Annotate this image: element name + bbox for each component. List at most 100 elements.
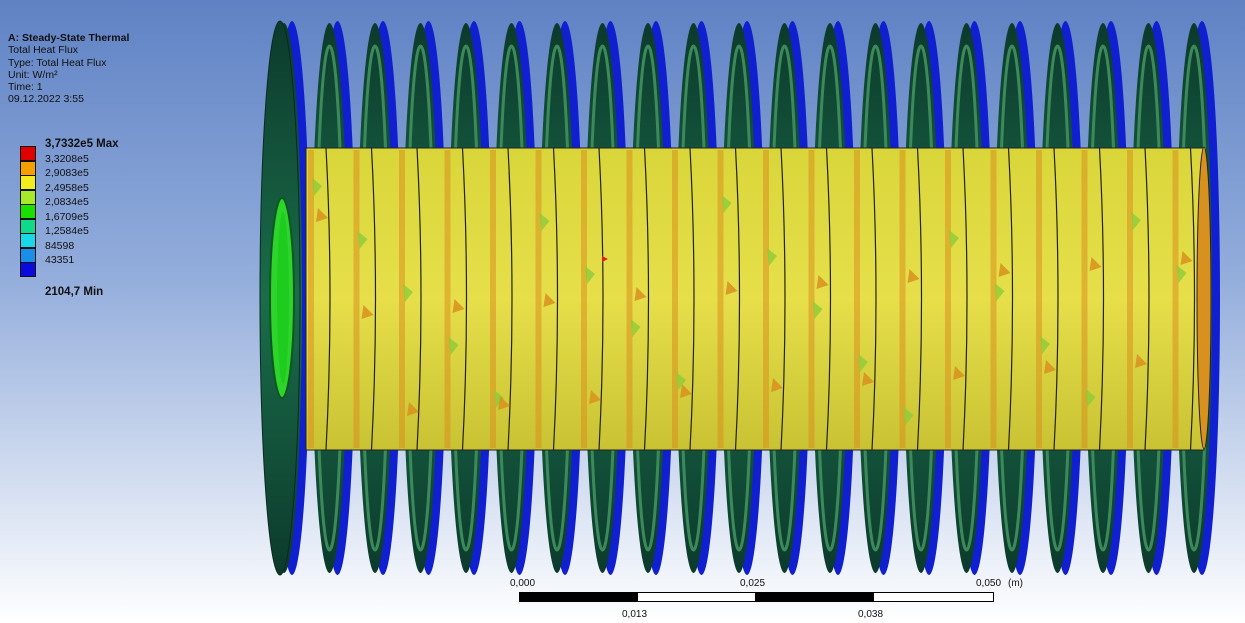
flux-patch <box>539 213 550 231</box>
scale-bar: 0,000 0,025 0,050 (m) 0,013 0,038 <box>500 576 1060 623</box>
tube-hot-band <box>308 150 314 448</box>
flux-patch <box>998 263 1011 277</box>
tube-hot-band <box>444 150 451 448</box>
tube-hot-band <box>1127 150 1133 448</box>
fin-section-line <box>825 147 832 451</box>
fin-section-line <box>325 147 331 451</box>
tube-end-cap <box>1196 146 1212 450</box>
tube-hot-band <box>626 150 633 448</box>
flux-patch <box>1085 389 1096 407</box>
tube-hot-band <box>1172 150 1179 448</box>
result-type: Type: Total Heat Flux <box>8 56 107 69</box>
flux-patch <box>630 319 641 337</box>
legend-color-swatch <box>20 175 36 190</box>
flux-patch <box>1131 212 1141 230</box>
fin-section-line <box>1144 147 1150 451</box>
flux-patch <box>767 248 777 266</box>
tube-hot-band <box>399 150 405 448</box>
scale-segment <box>519 592 638 602</box>
legend-level-label: 1,2584e5 <box>45 225 89 237</box>
legend-color-swatch <box>20 189 36 205</box>
legend-level-label: 3,3208e5 <box>45 152 89 165</box>
result-info-panel: A: Steady-State Thermal Total Heat Flux … <box>8 32 129 106</box>
tube-hot-band <box>490 150 496 448</box>
flux-patch <box>862 372 874 386</box>
bore-hole-inner <box>277 212 289 384</box>
legend-level-label: 2,0834e5 <box>45 196 89 208</box>
tube-hot-band <box>1036 150 1042 448</box>
flux-patch <box>953 366 965 380</box>
max-hotspot-marker <box>602 256 608 262</box>
legend-level-label: 1,6709e5 <box>45 210 89 223</box>
tube-hot-band <box>763 150 769 448</box>
fin-section-line <box>1007 147 1014 451</box>
legend-level-label: 84598 <box>45 239 75 252</box>
flux-patch <box>771 378 783 392</box>
fin-section-line <box>416 147 422 451</box>
flux-patch <box>1040 336 1050 354</box>
tube-hot-band <box>672 150 678 448</box>
scale-tick-label: 0,038 <box>858 609 884 620</box>
tube-hot-band <box>854 150 860 448</box>
legend-color-swatch <box>20 262 36 277</box>
flux-patch <box>721 195 732 213</box>
flux-patch <box>725 281 738 295</box>
result-date: 09.12.2022 3:55 <box>8 93 84 106</box>
legend-min-label: 2104,7 Min <box>45 286 104 298</box>
legend-level-label: 2,4958e5 <box>45 181 89 194</box>
legend-color-swatch <box>20 233 36 248</box>
flux-patch <box>1176 265 1187 283</box>
fin-section-line <box>780 147 786 451</box>
flux-patch <box>907 269 920 283</box>
flux-patch <box>812 301 823 319</box>
flux-patch <box>452 299 465 313</box>
scale-segment <box>873 592 994 602</box>
scale-tick-label: 0,050 <box>976 578 1002 589</box>
fin-section-line <box>734 147 741 451</box>
tube-hot-band <box>717 150 724 448</box>
legend-color-swatch <box>20 160 36 176</box>
tube-hot-band <box>808 150 815 448</box>
tube-hot-band <box>581 150 587 448</box>
fin-section-line <box>643 147 650 451</box>
legend-color-swatch <box>20 218 36 234</box>
flux-patch <box>634 287 647 301</box>
analysis-title: A: Steady-State Thermal <box>8 32 130 44</box>
fin-section-line <box>461 147 468 451</box>
flux-patch <box>858 354 868 372</box>
legend-level-label: 43351 <box>45 254 75 266</box>
scale-segment <box>755 592 874 602</box>
tube-body <box>305 147 1205 451</box>
flux-patch <box>589 390 601 404</box>
flux-patch <box>448 337 459 355</box>
tube-hot-band <box>1081 150 1088 448</box>
fin-section-line <box>1053 147 1059 451</box>
scale-segment <box>637 592 756 602</box>
tube-hot-band <box>990 150 997 448</box>
flux-patch <box>1044 360 1056 374</box>
flux-patch <box>494 390 504 408</box>
fin-section-line <box>689 147 695 451</box>
flux-patch <box>1135 354 1147 368</box>
flux-patch <box>357 231 368 249</box>
legend-max-label: 3,7332e5 Max <box>45 138 119 150</box>
result-name: Total Heat Flux <box>8 44 79 57</box>
result-time: Time: 1 <box>8 81 43 94</box>
legend-color-swatch <box>20 204 36 219</box>
result-unit: Unit: W/m² <box>8 68 58 81</box>
fin-section-line <box>916 147 923 451</box>
tube-hot-band <box>353 150 360 448</box>
fin-section-line <box>1098 147 1105 451</box>
flux-patch <box>994 283 1005 301</box>
flux-patch <box>316 208 328 222</box>
flux-patch <box>585 266 595 284</box>
fin-section-line <box>871 147 877 451</box>
flux-patch <box>816 275 829 289</box>
fin-section-line <box>370 147 377 451</box>
flux-patch <box>312 178 322 196</box>
color-legend: 3,7332e5 Max 3,3208e5 2,9083e5 2,4958e5 … <box>20 138 150 302</box>
tube-hot-band <box>945 150 951 448</box>
scale-unit-label: (m) <box>1008 578 1023 589</box>
fin-section-line <box>598 147 604 451</box>
